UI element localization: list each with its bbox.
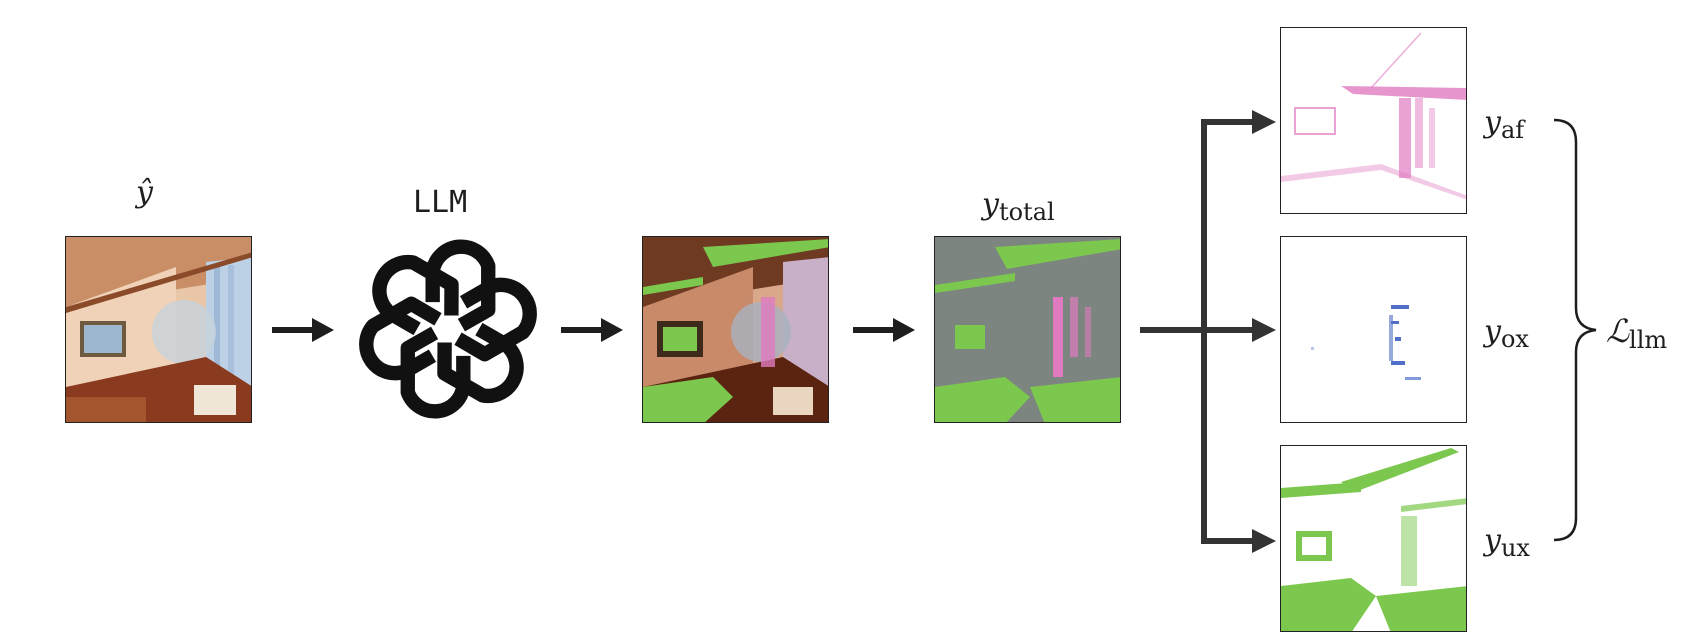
label-y-ux-sub: ux bbox=[1500, 534, 1530, 562]
arrow-icon bbox=[853, 318, 915, 342]
llm-title: LLM bbox=[413, 185, 468, 220]
y-ux-mask-image bbox=[1280, 445, 1467, 632]
label-y-ox-base: y bbox=[1484, 314, 1501, 349]
branch-connector-icon bbox=[1140, 110, 1276, 553]
arrow-icon bbox=[561, 318, 623, 342]
label-y-total-sub: total bbox=[998, 198, 1055, 226]
arrow-icon bbox=[272, 318, 334, 342]
right-curly-brace-icon bbox=[1553, 118, 1597, 542]
label-y-ox-sub: ox bbox=[1500, 325, 1529, 353]
label-y-ox: yox bbox=[1484, 314, 1529, 353]
label-y-total: ytotal bbox=[982, 187, 1055, 226]
label-y-hat: ŷ bbox=[136, 175, 153, 210]
y-ox-mask-image bbox=[1280, 236, 1467, 423]
label-y-total-base: y bbox=[982, 187, 999, 222]
openai-knot-icon bbox=[357, 239, 539, 422]
y-af-mask-image bbox=[1280, 27, 1467, 214]
label-y-af-sub: af bbox=[1500, 116, 1525, 144]
label-y-ux-base: y bbox=[1484, 523, 1501, 558]
y-total-mask-image bbox=[934, 236, 1121, 423]
label-y-af-base: y bbox=[1484, 105, 1501, 140]
loss-subscript: llm bbox=[1629, 326, 1668, 354]
label-y-af: yaf bbox=[1484, 105, 1525, 144]
loss-label: ℒllm bbox=[1606, 315, 1667, 352]
label-y-ux: yux bbox=[1484, 523, 1530, 562]
loss-symbol: ℒ bbox=[1606, 312, 1630, 350]
overlay-room-image bbox=[642, 236, 829, 423]
input-room-image bbox=[65, 236, 252, 423]
